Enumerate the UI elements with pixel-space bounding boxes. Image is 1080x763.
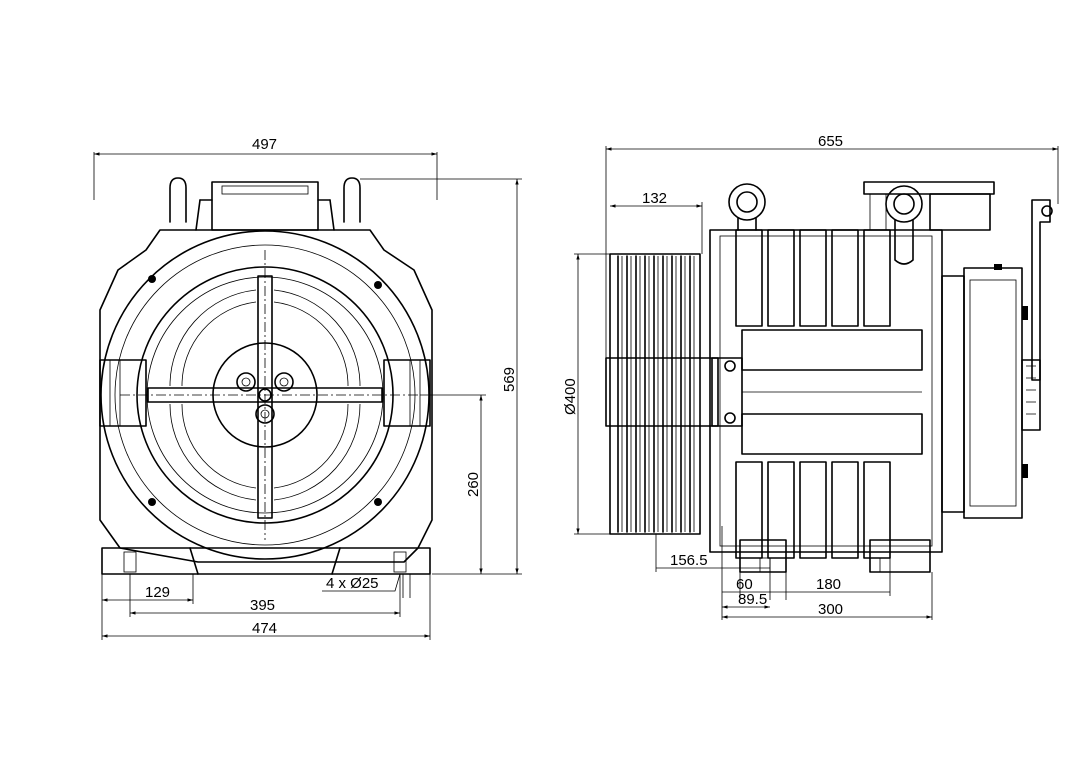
side-release-lever — [1031, 199, 1053, 381]
side-fins-top — [735, 229, 891, 327]
dim-foot-a: 60 — [736, 576, 753, 593]
side-view — [605, 181, 1053, 573]
front-dimensions: 497 569 260 4 x Ø25 129 395 474 — [93, 136, 522, 640]
dim-shaft-height: 260 — [465, 472, 482, 497]
dim-foot-c: 89.5 — [738, 591, 767, 608]
front-view — [99, 177, 433, 575]
dim-width-top: 497 — [252, 136, 277, 153]
front-arcs — [169, 289, 361, 501]
dim-base-width: 474 — [252, 620, 277, 637]
dim-height-total: 569 — [501, 367, 518, 392]
side-fins-bottom — [735, 461, 891, 559]
front-base — [101, 547, 431, 575]
dim-foot-b: 180 — [816, 576, 841, 593]
dim-sheave-width: 132 — [642, 190, 667, 207]
front-housing — [99, 229, 433, 563]
side-rear-brake — [941, 264, 1041, 519]
side-terminal-box — [863, 181, 995, 231]
front-brake-blocks — [99, 359, 431, 427]
dim-hole-spacing: 395 — [250, 597, 275, 614]
dim-sheave-diameter: Ø400 — [562, 378, 579, 415]
front-terminal-box — [195, 181, 335, 231]
side-dimensions: 655 132 Ø400 156.5 60 180 89.5 300 — [562, 133, 1059, 620]
dim-foot-span: 300 — [818, 601, 843, 618]
front-corner-bolts — [148, 275, 382, 506]
dim-hole-offset: 129 — [145, 584, 170, 601]
front-lifting-eyes — [169, 177, 361, 223]
dim-hole-spec: 4 x Ø25 — [326, 575, 379, 592]
side-center-bands — [741, 329, 923, 455]
side-sheave — [609, 253, 701, 535]
dim-sheave-to-foot: 156.5 — [670, 552, 708, 569]
dim-total-length: 655 — [818, 133, 843, 150]
